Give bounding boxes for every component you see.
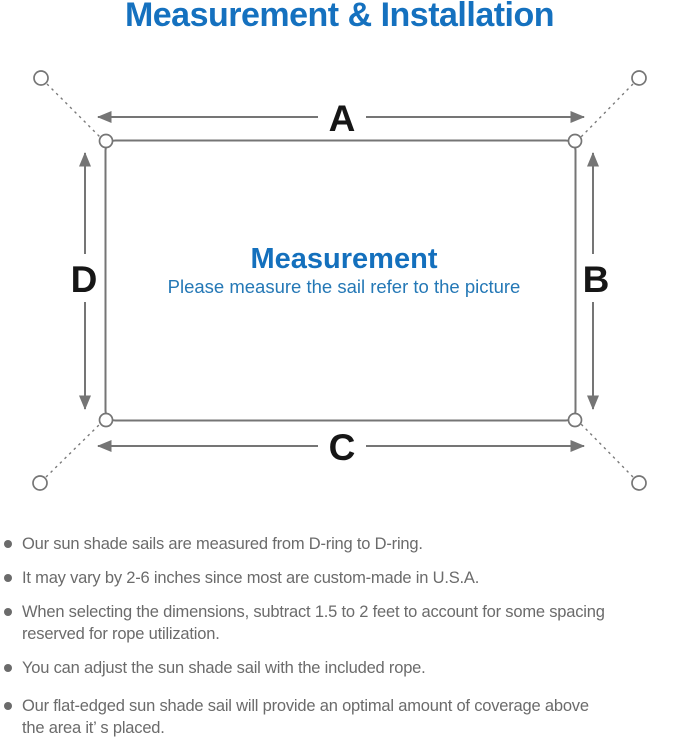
rope-line-bottom-left bbox=[45, 423, 101, 478]
anchor-ring-bottom-left-icon bbox=[32, 475, 48, 491]
sail-outline bbox=[104, 139, 577, 422]
note-text: When selecting the dimensions, subtract … bbox=[22, 603, 605, 643]
d-ring-top-right-icon bbox=[567, 133, 583, 149]
dim-label-b: B bbox=[583, 259, 610, 300]
rope-line-top-left bbox=[46, 83, 101, 138]
anchor-ring-top-left-icon bbox=[33, 70, 49, 86]
dim-label-a: A bbox=[329, 98, 356, 139]
d-ring-bottom-left-icon bbox=[98, 412, 114, 428]
rope-line-top-right bbox=[580, 83, 634, 138]
rope-line-bottom-right bbox=[580, 423, 634, 478]
anchor-ring-bottom-right-icon bbox=[631, 475, 647, 491]
note-text: You can adjust the sun shade sail with t… bbox=[22, 659, 426, 677]
note-text: Our flat-edged sun shade sail will provi… bbox=[22, 697, 589, 737]
bullet-dot-icon bbox=[4, 702, 12, 710]
bullet-dot-icon bbox=[4, 574, 12, 582]
list-item: When selecting the dimensions, subtract … bbox=[4, 601, 676, 645]
bullet-dot-icon bbox=[4, 540, 12, 548]
page-title: Measurement & Installation bbox=[124, 0, 555, 34]
notes-list: Our sun shade sails are measured from D-… bbox=[4, 533, 676, 739]
bullet-dot-icon bbox=[4, 608, 12, 616]
d-ring-top-left-icon bbox=[98, 133, 114, 149]
list-item: Our sun shade sails are measured from D-… bbox=[4, 533, 676, 555]
list-item: Our flat-edged sun shade sail will provi… bbox=[4, 695, 676, 739]
list-item: It may vary by 2-6 inches since most are… bbox=[4, 567, 676, 589]
sail-measurement-diagram: A D B C Measurement Please measure the s… bbox=[32, 70, 647, 491]
dim-label-c: C bbox=[329, 427, 356, 468]
note-text: It may vary by 2-6 inches since most are… bbox=[22, 569, 480, 587]
dim-label-d: D bbox=[71, 259, 98, 300]
d-ring-bottom-right-icon bbox=[567, 412, 583, 428]
bullet-dot-icon bbox=[4, 664, 12, 672]
list-item: You can adjust the sun shade sail with t… bbox=[4, 657, 676, 679]
diagram-center-subtitle: Please measure the sail refer to the pic… bbox=[168, 276, 521, 297]
anchor-ring-top-right-icon bbox=[631, 70, 647, 86]
diagram-center-heading: Measurement bbox=[251, 243, 438, 275]
note-text: Our sun shade sails are measured from D-… bbox=[22, 535, 423, 553]
